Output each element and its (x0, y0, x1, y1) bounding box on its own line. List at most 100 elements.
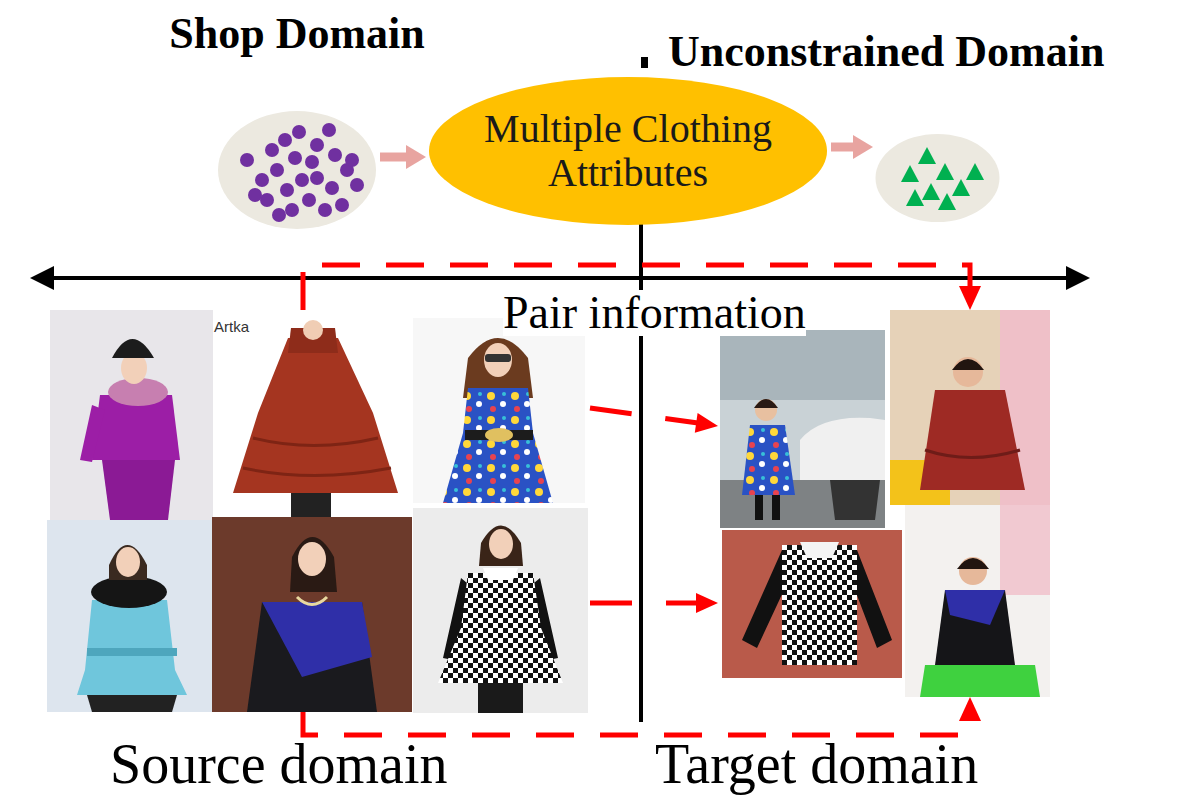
domain-ellipse-part (345, 153, 359, 167)
domain-ellipse-part (288, 151, 302, 165)
domain-ellipse-part (305, 155, 319, 169)
street-photo-part (920, 665, 1040, 697)
domain-heading: Shop Domain (169, 12, 425, 56)
flow-arrow (380, 145, 426, 169)
street-photo-part (905, 505, 1050, 697)
domain-ellipse-part (302, 193, 316, 207)
shop-photo-part (413, 318, 585, 503)
shop-photo-part (47, 520, 212, 712)
pair-arrow (590, 408, 718, 433)
domain-ellipse-part (966, 163, 984, 180)
domain-ellipse-part (310, 171, 324, 185)
domain-ellipse-part (922, 183, 940, 200)
shop-photo-part (443, 388, 553, 503)
shop-photo-part (413, 508, 588, 713)
domain-ellipse-part (265, 143, 279, 157)
domain-region: Target domain (720, 310, 1050, 697)
domain-ellipse-part (318, 203, 332, 217)
connector-line (831, 143, 854, 152)
street-photo-part (800, 542, 839, 558)
shop-photo (213, 318, 413, 518)
street-photo-part (925, 450, 1020, 458)
shop-photo-part (116, 547, 140, 577)
double-arrow (30, 266, 1090, 290)
domain-ellipse-part (248, 188, 262, 202)
street-photo-part (800, 418, 885, 480)
pair-connector (303, 697, 981, 735)
shop-photo (413, 318, 585, 503)
street-photo-part (755, 399, 777, 421)
shop-photo-part (290, 537, 337, 592)
shop-photo-part (233, 338, 398, 493)
domain-ellipse (217, 110, 377, 230)
shop-photo-part (87, 695, 177, 712)
domain-ellipse-part (292, 125, 306, 139)
domain-ellipse-part (936, 163, 954, 180)
street-photo-part (782, 545, 857, 665)
street-photo-part (742, 425, 795, 495)
attribute-ellipse: Multiple Clothing Attributes (428, 76, 828, 226)
street-photo (722, 530, 902, 678)
street-photo (720, 330, 885, 528)
shop-photo-part (297, 597, 327, 605)
domain-ellipse-part (938, 193, 956, 210)
shop-photo-part (213, 318, 413, 518)
street-photo-part (920, 390, 1025, 490)
edge-label: Pair information (503, 290, 806, 336)
region-label: Source domain (110, 736, 447, 792)
shop-photo-part (212, 517, 412, 712)
watermark: Artka (214, 319, 249, 334)
street-photo-part (754, 399, 778, 408)
shop-photo-part (247, 602, 377, 712)
connector-line (380, 153, 407, 162)
shop-photo-part (50, 310, 213, 520)
street-photo-part (957, 558, 989, 569)
shop-photo (212, 517, 412, 712)
double-arrow-part (30, 266, 54, 290)
domain-ellipse (875, 133, 1000, 223)
double-arrow-part (50, 276, 1070, 280)
arrow-head (406, 145, 426, 169)
domain-ellipse-part (310, 138, 324, 152)
arrow-head (853, 135, 873, 159)
domain-ellipse-part (322, 123, 336, 137)
street-photo-part (952, 359, 984, 370)
shop-photo-part (484, 343, 512, 377)
street-photo-part (830, 480, 880, 520)
street-photo-part (890, 310, 1050, 505)
shop-photo-part (109, 545, 147, 580)
shop-photo-part (303, 320, 323, 340)
domain-ellipse: Shop Domain (217, 110, 377, 230)
shop-photo-part (298, 542, 326, 576)
pair-arrow-part (695, 413, 718, 433)
domain-ellipse-part (328, 148, 342, 162)
pair-arrow-part (590, 408, 698, 423)
street-photo (905, 505, 1050, 697)
domain-ellipse-part (876, 134, 1000, 222)
street-photo-part (935, 590, 1015, 665)
pair-arrow-part (590, 601, 698, 606)
street-photo-part (945, 590, 1005, 625)
domain-ellipse-part (272, 208, 286, 222)
shop-photo (50, 310, 213, 520)
shop-photo-part (479, 526, 523, 567)
domain-heading: Unconstrained Domain (668, 30, 1104, 74)
shop-photo-part (483, 568, 518, 580)
shop-photo-part (102, 460, 175, 520)
shop-photo-part (262, 602, 372, 677)
shop-photo-part (91, 576, 167, 608)
domain-ellipse-part (285, 203, 299, 217)
domain-ellipse-part (255, 173, 269, 187)
domain-ellipse-part (280, 183, 294, 197)
shop-photo-part (489, 529, 513, 559)
street-photo (890, 310, 1050, 505)
shop-photo-part (77, 600, 187, 695)
domain-ellipse-part (901, 165, 919, 182)
domain-region: Source domain (47, 310, 588, 712)
street-photo-part (722, 530, 902, 678)
shop-photo-part (438, 573, 563, 683)
shop-photo-part (87, 648, 177, 656)
attribute-ellipse-part (429, 77, 827, 225)
shop-photo-part (243, 438, 391, 476)
